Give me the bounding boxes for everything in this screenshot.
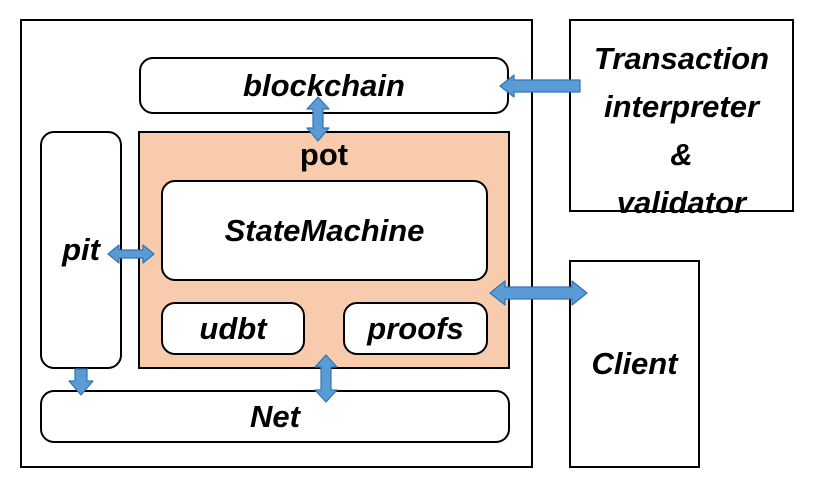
pot-label: pot <box>299 137 349 172</box>
pit-label: pit <box>62 232 100 267</box>
udbt-label: udbt <box>199 310 267 346</box>
state-machine-box: StateMachine <box>161 180 488 281</box>
net-label: Net <box>250 398 300 434</box>
proofs-box: proofs <box>343 302 488 355</box>
pot-net-arrow <box>314 354 338 403</box>
client-label: Client <box>591 346 678 381</box>
pit-statemachine-arrow <box>107 244 155 264</box>
pit-box: pit <box>40 131 122 369</box>
transaction-to-blockchain-arrow <box>499 74 581 98</box>
pot-client-arrow <box>489 280 588 306</box>
transaction-label-line-3: & <box>670 137 693 172</box>
udbt-box: udbt <box>161 302 305 355</box>
transaction-validator-box: Transaction interpreter & validator <box>569 19 794 220</box>
client-box: Client <box>569 260 700 468</box>
transaction-label-line-4: validator <box>616 185 747 220</box>
proofs-label: proofs <box>367 310 464 346</box>
blockchain-label: blockchain <box>243 67 405 103</box>
transaction-label-line-1: Transaction <box>593 41 770 76</box>
pit-to-net-arrow <box>68 368 94 396</box>
transaction-label-line-2: interpreter <box>603 89 760 124</box>
state-machine-label: StateMachine <box>224 212 425 248</box>
blockchain-pot-arrow <box>306 96 330 142</box>
net-box: Net <box>40 390 510 443</box>
